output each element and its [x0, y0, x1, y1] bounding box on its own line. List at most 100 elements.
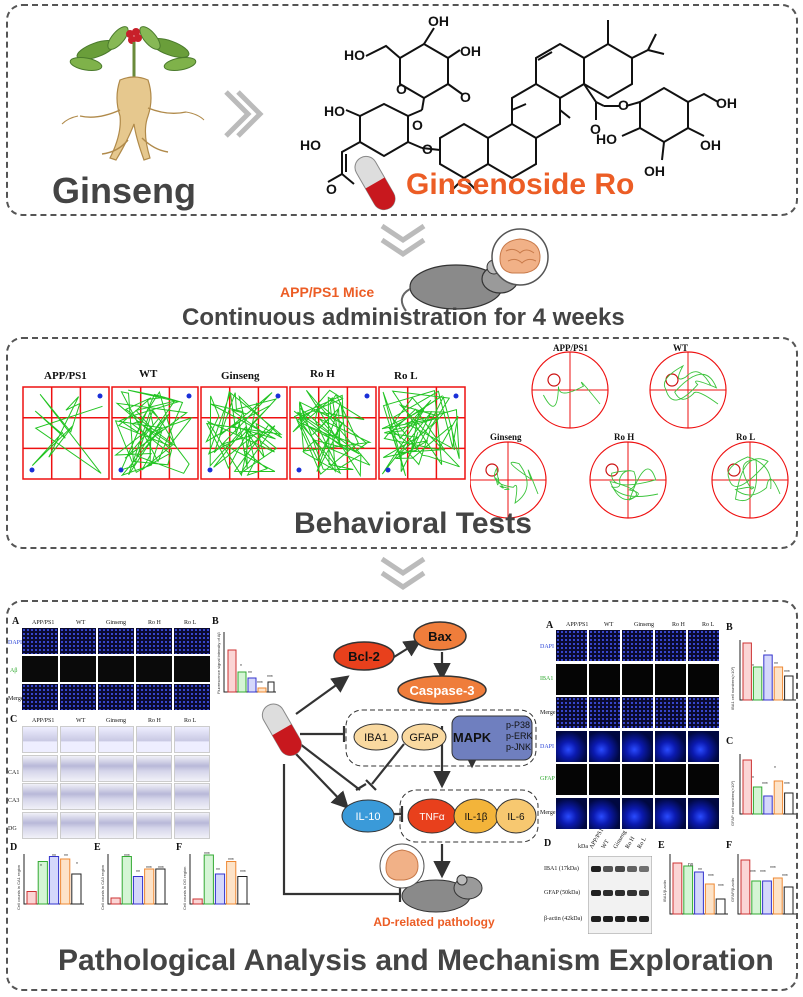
openfield-label-ro-l: Ro L: [394, 370, 418, 382]
wb-band: [591, 916, 601, 922]
wb-band: [627, 890, 637, 896]
chem-ho-1: HO: [344, 47, 365, 63]
outcome-mouse-icon: [379, 843, 483, 913]
right-a-col-app-ps1: APP/PS1: [566, 622, 589, 628]
chart-bar: [60, 858, 71, 905]
left-if-image: [98, 656, 134, 682]
wb-kda-label: kDa: [578, 844, 588, 850]
right-c-sig-2: ***: [762, 782, 768, 788]
left-f-sig-2: **: [216, 868, 220, 874]
il10-node: [341, 799, 395, 833]
right-if-image: [655, 764, 686, 795]
tnfa-label: TNFα: [419, 812, 444, 823]
left-if-image: [22, 684, 58, 710]
chart-bar: [784, 792, 794, 815]
maze-label-ginseng: Ginseng: [490, 432, 522, 442]
ginseng-root: [109, 76, 152, 161]
right-e-sig-1: ns: [688, 862, 694, 868]
chart-bar: [772, 877, 783, 915]
chem-oh-4: OH: [644, 163, 665, 179]
trajectory-end-dot: [186, 393, 192, 399]
chart-bar: [37, 861, 48, 905]
open-field-box: [289, 386, 377, 480]
water-maze-pool: [649, 351, 727, 429]
left-histology-image: [174, 754, 210, 782]
open-field-trajectory: [205, 390, 283, 477]
chart-bar: [26, 891, 37, 905]
right-if-image: [556, 663, 587, 695]
chart-bar: [672, 862, 683, 915]
right-b-sig-3: **: [774, 662, 778, 668]
left-d-sig-2: **: [52, 854, 56, 860]
right-panel-f-label: F: [726, 840, 733, 851]
right-if-image: [556, 730, 587, 762]
left-histology-image: [174, 726, 210, 753]
left-if-image: [174, 684, 210, 710]
right-a-col-ro-l: Ro L: [702, 622, 715, 628]
chart-bar: [144, 868, 155, 905]
open-field-trajectory: [31, 393, 103, 474]
right-a-col-ginseng: Ginseng: [634, 622, 654, 628]
right-if-image: [589, 663, 620, 695]
right-if-image: [655, 663, 686, 695]
left-if-image: [60, 656, 96, 682]
openfield-label-app-ps1: APP/PS1: [44, 370, 87, 382]
open-field-box: [111, 386, 199, 480]
openfield-label-wt: WT: [139, 368, 158, 380]
left-f-sig-1: ***: [204, 852, 210, 858]
ginseng-label: Ginseng: [52, 170, 197, 211]
left-if-image: [136, 656, 172, 682]
left-panel-c-label: C: [10, 714, 18, 725]
left-histology-image: [22, 754, 58, 782]
right-f-sig-4: ***: [782, 874, 788, 880]
right-if-image: [556, 697, 587, 728]
right-b-ylabel: IBA1 cell numbers(×10²): [730, 666, 735, 710]
behavioral-tests-title: Behavioral Tests: [294, 507, 532, 540]
trajectory-start-dot: [385, 467, 391, 473]
right-if-image: [688, 697, 719, 728]
ginseng-berries: [126, 28, 142, 44]
right-b-sig-4: ***: [784, 670, 790, 676]
mapk-p-p38: p-P38: [506, 720, 530, 730]
left-histology-image: [22, 726, 58, 753]
right-if-image: [655, 630, 686, 661]
left-if-grid: [22, 628, 212, 712]
right-if-image: [688, 764, 719, 795]
left-histology-image: [60, 811, 96, 839]
left-e-chart: [107, 854, 168, 905]
chem-o-7: O: [618, 97, 629, 113]
left-e-sig-1: ***: [124, 854, 130, 860]
water-maze-pool: [531, 351, 609, 429]
chem-o-4: O: [326, 181, 337, 197]
water-maze-trajectory: [727, 456, 781, 501]
left-if-image: [174, 656, 210, 682]
right-a-row-merge-2: Merge: [540, 810, 556, 816]
maze-label-app-ps1: APP/PS1: [553, 343, 588, 353]
chart-bar: [773, 780, 784, 815]
chem-o-1: O: [396, 81, 407, 97]
right-panel-d-label: D: [544, 838, 552, 849]
maze-label-ro-h: Ro H: [614, 432, 635, 442]
chem-o-3: O: [412, 117, 423, 133]
right-panel-b-label: B: [726, 622, 733, 633]
left-histology-image: [136, 726, 172, 753]
left-panel-d-label: D: [10, 842, 18, 853]
left-if-image: [98, 684, 134, 710]
right-a-col-ro-h: Ro H: [672, 622, 685, 628]
chem-ho-2: HO: [324, 103, 345, 119]
water-maze-platform: [547, 373, 561, 387]
left-if-image: [136, 628, 172, 654]
wb-band: [603, 866, 613, 872]
chart-bar: [237, 876, 248, 905]
right-f-chart: [737, 854, 796, 915]
right-f-sig-3: ***: [770, 866, 776, 872]
right-if-image: [556, 630, 587, 661]
chart-bar: [214, 873, 226, 905]
chart-bar: [683, 865, 694, 915]
left-histology-image: [22, 783, 58, 810]
left-a-col-app-ps1: APP/PS1: [32, 620, 55, 626]
openfield-label-ginseng: Ginseng: [221, 370, 260, 382]
trajectory-start-dot: [118, 467, 124, 473]
caspase3-label: Caspase-3: [409, 683, 474, 698]
administration-label: Continuous administration for 4 weeks: [182, 304, 625, 331]
